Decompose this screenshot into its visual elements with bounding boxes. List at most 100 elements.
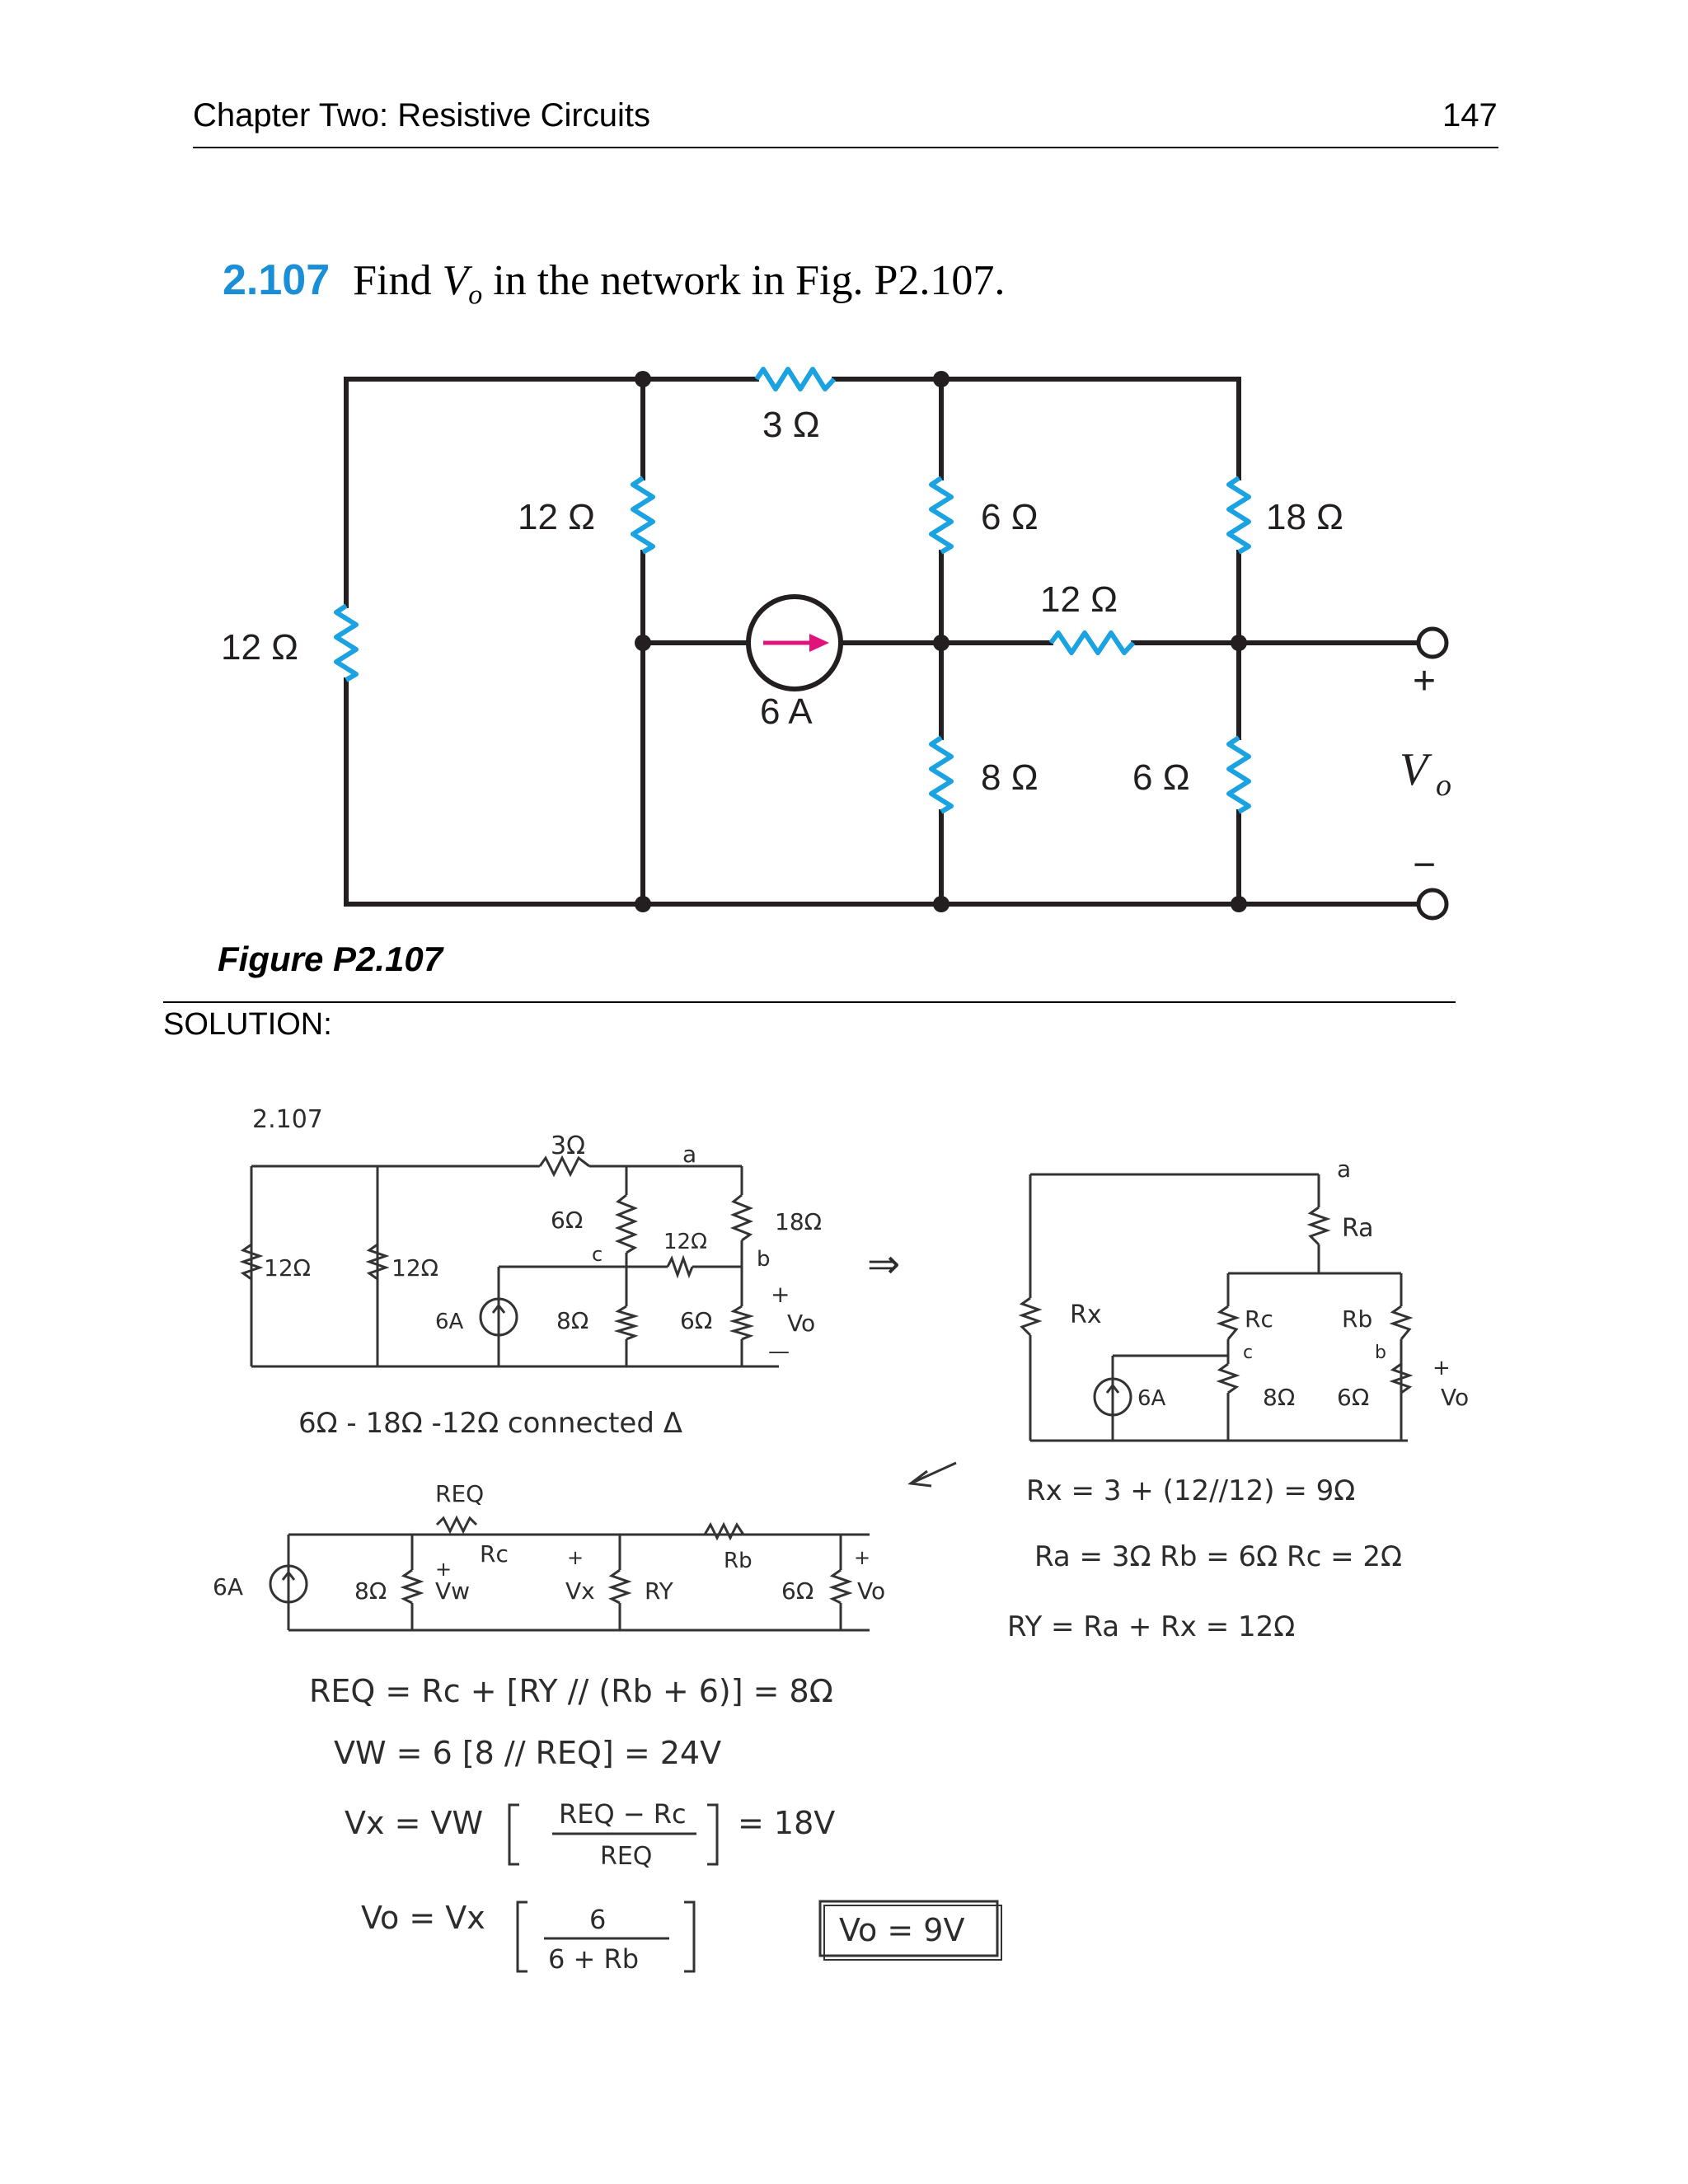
- hw-c2-plus: +: [1432, 1356, 1451, 1380]
- label-r-12-ohm-inner: 12 Ω: [518, 497, 595, 537]
- circuit-figure: 3 Ω 12 Ω 12 Ω 6 Ω 18 Ω 12 Ω 6 A 8 Ω 6 Ω …: [221, 367, 1451, 921]
- hw-c3-plus-vo: +: [854, 1546, 870, 1569]
- hw-circuit-1: [239, 1155, 779, 1368]
- hw-eq-vo-brackets: [516, 1900, 696, 1973]
- hw-c1-plus: +: [771, 1281, 790, 1308]
- label-r-12-ohm-outer: 12 Ω: [221, 627, 298, 668]
- resistor-6-ohm-lower: [1226, 735, 1251, 814]
- hw-c3-req: REQ: [435, 1480, 484, 1507]
- problem-text-after: in the network in Fig. P2.107.: [482, 257, 1006, 304]
- figure-caption: Figure P2.107: [218, 940, 443, 978]
- hw-c3-r6: 6Ω: [781, 1577, 814, 1605]
- label-r-6-ohm-lower: 6 Ω: [1132, 757, 1190, 798]
- hw-eq-rabc: Ra = 3Ω Rb = 6Ω Rc = 2Ω: [1034, 1540, 1402, 1573]
- label-r-3-ohm: 3 Ω: [762, 405, 820, 445]
- hw-c2-r6: 6Ω: [1337, 1384, 1369, 1411]
- circuit-nodes: [635, 371, 1247, 912]
- hw-circuit-2: [1018, 1173, 1414, 1442]
- label-r-18-ohm: 18 Ω: [1266, 497, 1343, 537]
- hw-c2-b: b: [1375, 1343, 1386, 1363]
- hw-c2-rb: Rb: [1342, 1305, 1372, 1333]
- hw-arrow-right: ⇒: [867, 1241, 900, 1287]
- resistor-12-ohm-outer: [334, 603, 359, 682]
- label-vo-main: V: [1400, 744, 1432, 795]
- resistor-8-ohm: [929, 735, 954, 814]
- hw-eq-vx-left: Vx = VW: [345, 1805, 483, 1841]
- hw-c3-vx: Vx: [565, 1577, 595, 1605]
- hw-eq-vx-num: REQ − Rc: [559, 1798, 687, 1830]
- hw-c2-c: c: [1243, 1343, 1253, 1363]
- hw-eq-ry: RY = Ra + Rx = 12Ω: [1007, 1610, 1295, 1643]
- resistor-3-ohm: [754, 367, 837, 391]
- problem-var: V: [442, 257, 469, 304]
- hw-c1-a: a: [682, 1141, 696, 1168]
- hw-c1-b: b: [757, 1247, 771, 1272]
- hw-eq-vo-left: Vo = Vx: [361, 1900, 485, 1936]
- hw-eq-vx-den: REQ: [600, 1842, 652, 1871]
- hw-c1-r18: 18Ω: [775, 1208, 822, 1235]
- hw-c3-ry: RY: [645, 1577, 674, 1605]
- hw-c2-r8: 8Ω: [1263, 1384, 1295, 1411]
- hw-c3-rb: Rb: [724, 1549, 753, 1573]
- chapter-title: Chapter Two: Resistive Circuits: [193, 97, 650, 134]
- label-r-12-ohm-horizontal: 12 Ω: [1040, 579, 1118, 620]
- header-rule: [193, 147, 1498, 148]
- hw-eq-vx-brackets: [508, 1803, 719, 1866]
- hw-c1-r12h: 12Ω: [663, 1230, 707, 1254]
- resistor-12-ohm-horizontal: [1048, 630, 1136, 655]
- hw-answer: Vo = 9V: [839, 1912, 964, 1948]
- hw-eq-req: REQ = Rc + [RY // (Rb + 6)] = 8Ω: [309, 1673, 833, 1709]
- hw-c2-rc: Rc: [1245, 1305, 1273, 1333]
- hw-c1-r12b: 12Ω: [392, 1254, 438, 1282]
- hw-c3-src: 6A: [213, 1573, 243, 1601]
- label-minus: −: [1413, 843, 1436, 887]
- hw-c1-c: c: [592, 1243, 603, 1266]
- hw-circuit-3: [269, 1515, 870, 1632]
- problem-number: 2.107: [223, 256, 331, 304]
- hw-delta-note: 6Ω - 18Ω -12Ω connected Δ: [298, 1407, 682, 1440]
- label-r-8-ohm: 8 Ω: [981, 757, 1039, 798]
- hw-eq-rx: Rx = 3 + (12//12) = 9Ω: [1026, 1474, 1355, 1507]
- label-source-6a: 6 A: [760, 691, 813, 732]
- hw-problem-tag: 2.107: [252, 1105, 323, 1134]
- hw-c2-src: 6A: [1137, 1386, 1166, 1411]
- hw-eq-vw: VW = 6 [8 // REQ] = 24V: [334, 1735, 721, 1771]
- page-number: 147: [1442, 97, 1498, 134]
- current-source-6a: [746, 594, 843, 691]
- hw-arrow-down-left: [907, 1461, 957, 1488]
- hw-c1-r6: 6Ω: [551, 1207, 583, 1234]
- output-terminals: [1416, 626, 1449, 921]
- resistor-6-ohm-upper: [929, 476, 954, 555]
- problem-text-before: Find: [353, 257, 443, 304]
- hw-eq-vo-den: 6 + Rb: [548, 1943, 639, 1975]
- hw-c1-src: 6A: [435, 1310, 464, 1334]
- hw-c1-r12a: 12Ω: [264, 1254, 311, 1282]
- hw-c3-r8: 8Ω: [354, 1577, 387, 1605]
- resistor-18-ohm: [1226, 476, 1251, 555]
- hw-c2-vo: Vo: [1441, 1384, 1469, 1411]
- solution-rule: [163, 1001, 1456, 1003]
- hw-c2-a: a: [1337, 1155, 1351, 1183]
- hw-c1-r6b: 6Ω: [680, 1307, 712, 1334]
- hw-c2-ra: Ra: [1342, 1214, 1374, 1243]
- problem-var-sub: o: [468, 279, 483, 311]
- hw-eq-vx-right: = 18V: [738, 1805, 835, 1841]
- label-r-6-ohm-upper: 6 Ω: [981, 497, 1039, 537]
- hw-c1-r3: 3Ω: [551, 1132, 585, 1160]
- resistor-12-ohm-inner: [631, 476, 655, 555]
- label-plus: +: [1413, 659, 1436, 703]
- hw-c3-rc: Rc: [480, 1540, 509, 1568]
- hw-c3-plus-vx: +: [567, 1546, 584, 1569]
- solution-label: SOLUTION:: [163, 1007, 332, 1042]
- problem-statement: 2.107 Find Vo in the network in Fig. P2.1…: [223, 255, 1005, 311]
- hw-c1-minus: —: [768, 1339, 790, 1364]
- hw-c3-vo: Vo: [857, 1577, 885, 1605]
- hw-eq-vo-num: 6: [589, 1904, 606, 1935]
- label-vo-sub: o: [1436, 768, 1451, 803]
- hw-c1-r8: 8Ω: [556, 1307, 588, 1334]
- hw-c2-rx: Rx: [1070, 1301, 1102, 1329]
- hw-c1-vo: Vo: [787, 1310, 815, 1337]
- hw-c3-plus-vw: +: [435, 1558, 452, 1581]
